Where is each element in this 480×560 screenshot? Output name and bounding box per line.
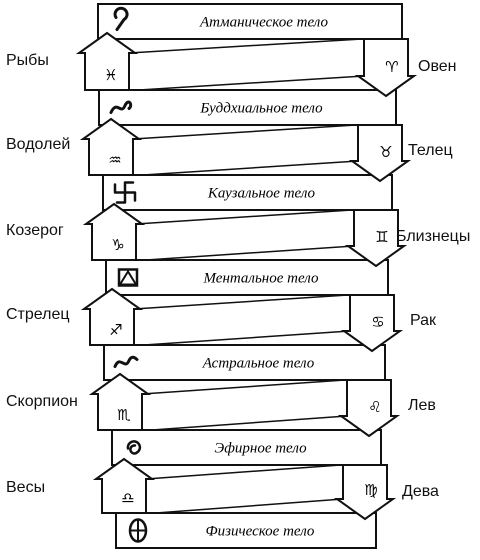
- left-sign-label: Козерог: [6, 222, 64, 239]
- right-sign-glyph: ♋: [371, 313, 384, 331]
- body-label: Эфирное тело: [214, 441, 307, 457]
- body-band-frame: [103, 344, 386, 381]
- body-band: Ментальное тело: [105, 259, 389, 296]
- causal-symbol-icon: [113, 181, 137, 204]
- up-arrow: ♓: [75, 31, 363, 91]
- body-label: Буддхиальное тело: [199, 101, 323, 117]
- down-arrow: ♊: [145, 209, 408, 268]
- up-arrow: ♐: [80, 287, 349, 346]
- left-sign-glyph: ♒: [108, 151, 121, 169]
- body-band-frame: [115, 512, 377, 549]
- body-band: Эфирное тело: [111, 429, 382, 466]
- right-sign-glyph: ♊: [375, 228, 388, 246]
- left-sign-label: Водолей: [6, 136, 71, 153]
- left-sign-label: Весы: [6, 479, 46, 496]
- body-band-frame: [105, 259, 389, 296]
- right-sign-glyph: ♌: [368, 398, 381, 416]
- body-label: Атманическое тело: [199, 15, 328, 31]
- left-sign-glyph: ♏: [117, 406, 131, 424]
- buddhic-symbol-icon: [109, 100, 133, 114]
- down-arrow: ♈: [138, 38, 418, 98]
- left-sign-glyph: ♑: [111, 236, 124, 254]
- left-sign-label: Скорпион: [6, 393, 78, 410]
- up-arrow: ♑: [82, 202, 353, 261]
- down-arrow: ♉: [142, 124, 412, 183]
- right-sign-glyph: ♉: [379, 143, 392, 161]
- body-band: Каузальное тело: [102, 174, 393, 211]
- up-arrow: ♎: [92, 457, 342, 514]
- right-sign-label: Рак: [410, 312, 437, 329]
- atmic-symbol-icon: [113, 6, 129, 31]
- physical-symbol-icon: [128, 518, 148, 543]
- left-sign-glyph: ♓: [104, 66, 117, 84]
- mental-symbol-icon: [117, 268, 139, 287]
- body-band: Буддхиальное тело: [98, 89, 397, 126]
- body-band-frame: [97, 3, 403, 40]
- right-sign-label: Лев: [408, 397, 436, 414]
- down-arrow: ♋: [143, 294, 404, 353]
- body-label: Физическое тело: [206, 524, 315, 540]
- body-band-frame: [111, 429, 382, 466]
- left-sign-glyph: ♎: [121, 489, 134, 507]
- right-sign-label: Овен: [418, 58, 457, 75]
- left-sign-label: Стрелец: [6, 306, 70, 323]
- left-sign-label: Рыбы: [6, 52, 49, 69]
- down-arrow: ♍: [155, 464, 397, 521]
- right-sign-glyph: ♈: [385, 58, 398, 76]
- right-sign-label: Дева: [402, 483, 439, 500]
- zodiac-arrows: ♓ ♈ ♒ ♉ ♑ ♊ ♐ ♋ ♏ ♌ ♎ ♍: [75, 31, 418, 521]
- right-sign-label: Близнецы: [396, 228, 471, 245]
- body-label: Астральное тело: [202, 356, 315, 372]
- etheric-symbol-icon: [126, 440, 142, 455]
- body-band-frame: [98, 89, 397, 126]
- up-arrow: ♒: [79, 117, 357, 176]
- right-sign-label: Телец: [408, 142, 453, 159]
- down-arrow: ♌: [151, 379, 401, 438]
- body-band: Атманическое тело: [97, 3, 403, 40]
- up-arrow: ♏: [88, 372, 346, 431]
- body-label: Ментальное тело: [203, 271, 319, 287]
- left-sign-glyph: ♐: [109, 321, 122, 339]
- body-band: Физическое тело: [115, 512, 377, 549]
- body-band-frame: [102, 174, 393, 211]
- body-label: Каузальное тело: [207, 186, 316, 202]
- astral-symbol-icon: [113, 355, 139, 368]
- right-sign-glyph: ♍: [364, 481, 377, 499]
- body-band: Астральное тело: [103, 344, 386, 381]
